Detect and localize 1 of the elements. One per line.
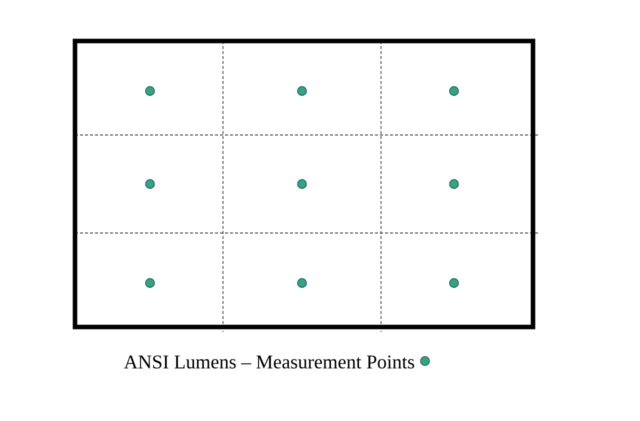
legend-text: ANSI Lumens – Measurement Points — [124, 355, 414, 369]
